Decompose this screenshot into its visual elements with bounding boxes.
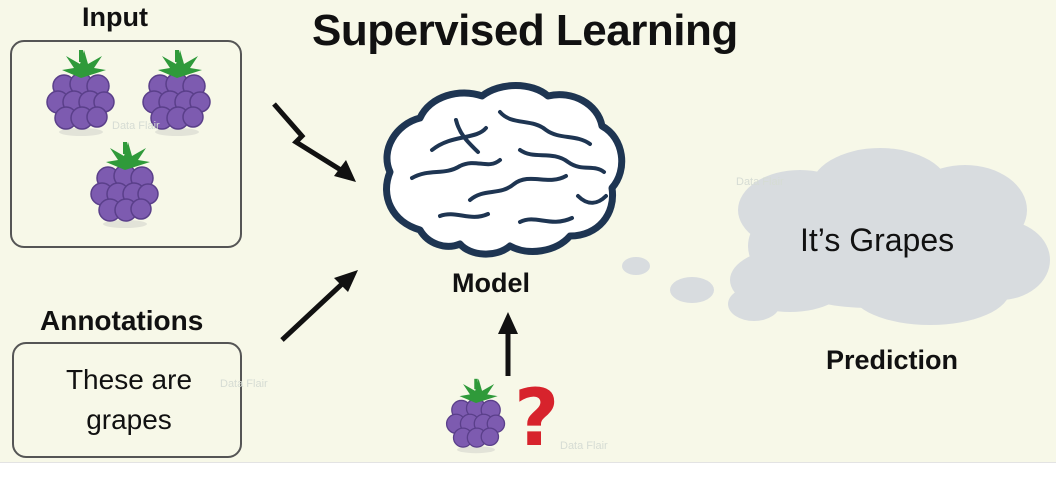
bottom-strip xyxy=(0,462,1056,480)
page-title: Supervised Learning xyxy=(312,6,738,55)
arrow-input-to-model xyxy=(272,102,356,182)
annotation-line-2: grapes xyxy=(86,404,172,435)
grape-icon xyxy=(46,50,115,136)
question-mark-icon: ? xyxy=(514,374,560,464)
brain-icon xyxy=(383,82,626,258)
watermark: Data Flair xyxy=(560,440,608,452)
watermark: Data Flair xyxy=(220,378,268,390)
annotation-text: These are grapes xyxy=(14,360,244,440)
grape-icon xyxy=(90,142,159,228)
grape-icon xyxy=(142,50,211,136)
input-label: Input xyxy=(82,2,148,32)
annotation-line-1: These are xyxy=(65,364,193,395)
input-box xyxy=(10,40,242,248)
watermark: Data Flair xyxy=(112,120,160,132)
grape-icon xyxy=(445,378,506,454)
arrow-annotations-to-model xyxy=(280,270,358,342)
watermark: Data Flair xyxy=(736,176,784,188)
prediction-cloud-text: It’s Grapes xyxy=(800,222,955,258)
annotations-label: Annotations xyxy=(40,305,204,336)
thought-cloud-icon xyxy=(622,148,1050,325)
model-label: Model xyxy=(452,268,530,298)
arrow-test-to-model xyxy=(498,312,518,376)
annotations-box: These are grapes xyxy=(12,342,242,458)
prediction-label: Prediction xyxy=(826,345,959,375)
